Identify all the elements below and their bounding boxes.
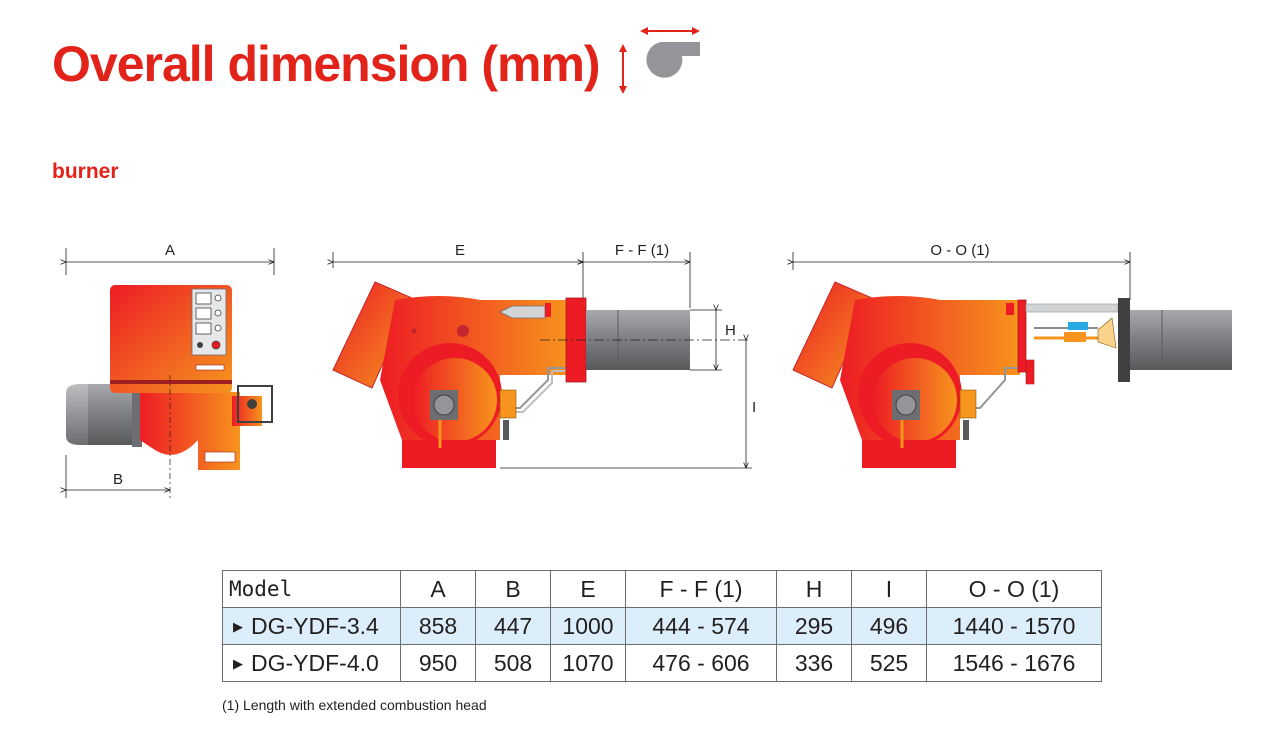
row-i: 525 (851, 644, 927, 682)
header-ff1: F - F (1) (625, 570, 777, 608)
row-a: 858 (400, 607, 476, 645)
triangle-icon: ▶ (233, 618, 243, 634)
row-e: 1000 (550, 607, 626, 645)
triangle-icon: ▶ (233, 655, 243, 671)
table-row: ▶ DG-YDF-3.4 858 447 1000 444 - 574 295 4… (222, 607, 1102, 645)
burner-drawings: A B E (0, 242, 1232, 500)
page-title: Overall dimension (mm) (52, 36, 601, 92)
table-row: ▶ DG-YDF-4.0 950 508 1070 476 - 606 336 5… (222, 644, 1102, 682)
header-oo1: O - O (1) (926, 570, 1102, 608)
section-subtitle: burner (52, 160, 119, 183)
row-b: 447 (475, 607, 551, 645)
dim-label-i: I (752, 399, 756, 416)
burner-front-view: E F - F (1) (333, 242, 756, 468)
dim-label-e: E (455, 242, 465, 259)
row-oo1: 1546 - 1676 (926, 644, 1102, 682)
row-a: 950 (400, 644, 476, 682)
dim-label-a: A (165, 242, 175, 259)
burner-extended-view: O - O (1) (793, 242, 1232, 468)
burner-side-view: A B (66, 242, 274, 500)
dim-label-ff1: F - F (1) (615, 242, 669, 259)
header-i: I (851, 570, 927, 608)
row-b: 508 (475, 644, 551, 682)
row-model: DG-YDF-4.0 (251, 649, 379, 676)
row-oo1: 1440 - 1570 (926, 607, 1102, 645)
row-model: DG-YDF-3.4 (251, 612, 379, 639)
row-ff1: 476 - 606 (625, 644, 777, 682)
row-h: 295 (776, 607, 852, 645)
header-a: A (400, 570, 476, 608)
dimension-table: Model A B E F - F (1) H I O - O (1) ▶ DG-… (222, 570, 1102, 682)
row-model-cell: ▶ DG-YDF-4.0 (222, 644, 401, 682)
row-i: 496 (851, 607, 927, 645)
row-e: 1070 (550, 644, 626, 682)
table-header-row: Model A B E F - F (1) H I O - O (1) (222, 570, 1102, 608)
header-e: E (550, 570, 626, 608)
header-model: Model (222, 570, 401, 608)
dim-label-b: B (113, 471, 123, 488)
dim-label-oo1: O - O (1) (930, 242, 989, 259)
fan-housing-icon (619, 27, 700, 94)
header-b: B (475, 570, 551, 608)
footnote: (1) Length with extended combustion head (222, 697, 487, 713)
row-h: 336 (776, 644, 852, 682)
row-ff1: 444 - 574 (625, 607, 777, 645)
row-model-cell: ▶ DG-YDF-3.4 (222, 607, 401, 645)
dim-label-h: H (725, 322, 736, 339)
header-h: H (776, 570, 852, 608)
